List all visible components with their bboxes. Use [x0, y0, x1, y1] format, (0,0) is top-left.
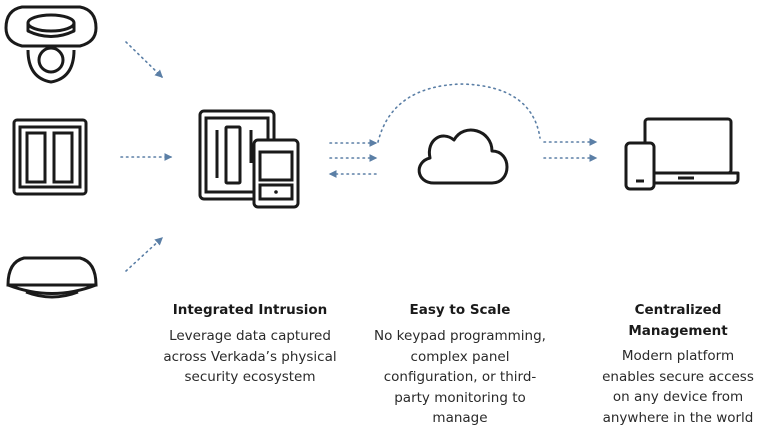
motion-sensor-icon [6, 256, 98, 299]
column-integrated-intrusion: Integrated Intrusion Leverage data captu… [160, 300, 340, 388]
column-title: Easy to Scale [409, 302, 511, 318]
column-description: Leverage data captured across Verkada’s … [163, 328, 337, 385]
column-description: Modern platform enables secure access on… [602, 348, 754, 426]
column-title: Integrated Intrusion [172, 302, 328, 318]
column-easy-to-scale: Easy to Scale No keypad programming, com… [370, 300, 550, 429]
door-sensor-icon [12, 118, 88, 196]
alarm-panel-and-keypad-icon [198, 109, 300, 209]
dome-camera-icon [4, 5, 98, 84]
column-description: No keypad programming, complex panel con… [374, 328, 546, 426]
panel-cloud-arrows [328, 83, 541, 178]
column-centralized-management: Centralized Management Modern platform e… [598, 300, 758, 428]
column-title: Centralized Management [628, 302, 728, 339]
cloud-icon [417, 128, 509, 185]
cloud-to-devices-arrows [543, 138, 598, 162]
laptop-and-phone-icon [624, 117, 740, 191]
sensor-to-panel-arrows [120, 41, 173, 272]
